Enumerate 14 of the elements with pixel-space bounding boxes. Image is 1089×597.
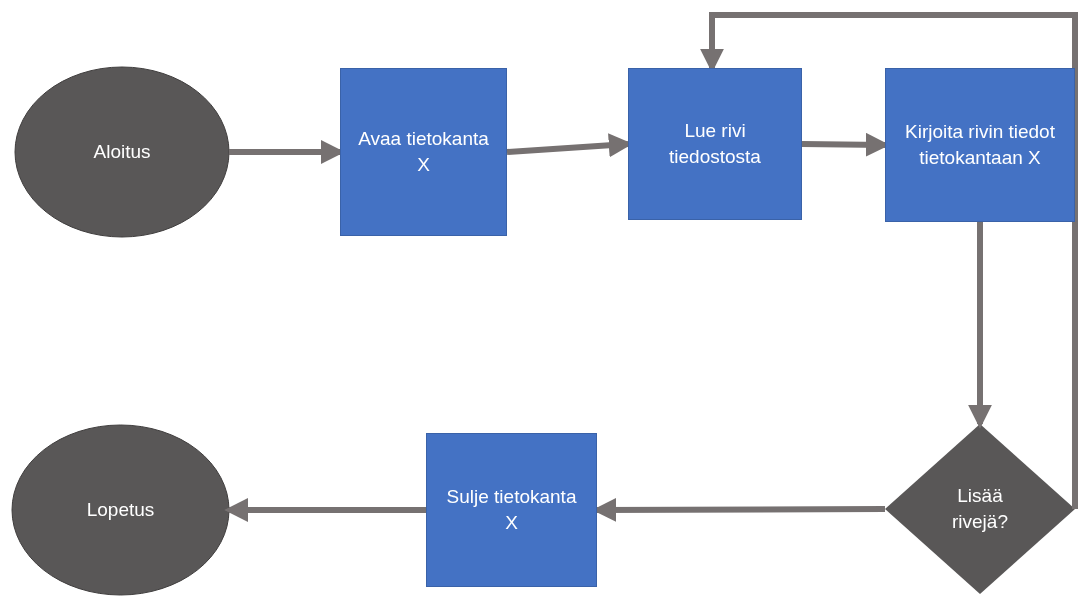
node-label: Lopetus xyxy=(86,498,155,523)
process-box xyxy=(628,68,802,220)
node-label: Lisää rivejä? xyxy=(951,484,1009,534)
node-label: Kirjoita rivin tiedot tietokantaan X xyxy=(904,120,1056,170)
arrow xyxy=(700,12,1078,509)
node-label: Lue rivi tiedostosta xyxy=(668,119,762,169)
node-label: Aloitus xyxy=(93,140,151,165)
node-label: Sulje tietokanta X xyxy=(445,485,578,535)
node-label: Avaa tietokanta X xyxy=(357,127,490,177)
process-box xyxy=(426,433,597,587)
arrow xyxy=(224,498,426,522)
arrow xyxy=(968,222,992,429)
process-box xyxy=(340,68,507,236)
process-box xyxy=(885,68,1075,222)
